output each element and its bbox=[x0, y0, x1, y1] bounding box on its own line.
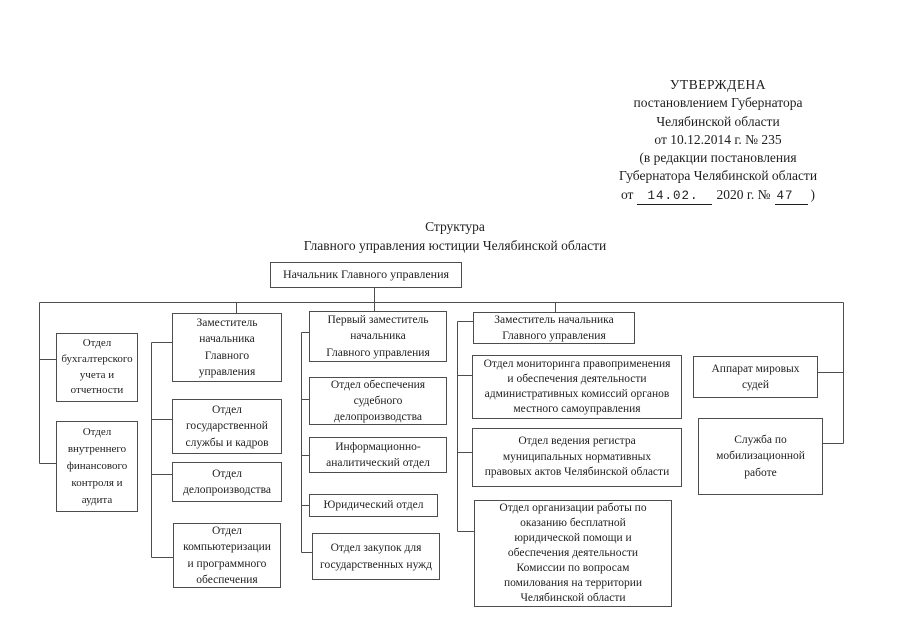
node-justices-of-peace-staff: Аппарат мировых судей bbox=[693, 356, 818, 398]
node-civil-service-and-hr-dept: Отдел государственной службы и кадров bbox=[172, 399, 282, 454]
approval-line: Челябинской области bbox=[656, 113, 780, 129]
title-line-1: Структура bbox=[425, 219, 485, 234]
node-deputy-head-legal: Заместитель начальника Главного управлен… bbox=[473, 312, 635, 344]
approval-stamp: УТВЕРЖДЕНА постановлением Губернатора Че… bbox=[550, 76, 886, 205]
amendment-prefix: от bbox=[620, 186, 634, 202]
node-mobilization-service: Служба по мобилизационной работе bbox=[698, 418, 823, 495]
document-title: Структура Главного управления юстиции Че… bbox=[155, 217, 755, 255]
node-accounting-and-reporting-dept: Отдел бухгалтерского учета и отчетности bbox=[56, 333, 138, 402]
node-municipal-acts-register-dept: Отдел ведения регистра муниципальных нор… bbox=[472, 428, 682, 487]
node-law-enforcement-monitoring-dept: Отдел мониторинга правоприменения и обес… bbox=[472, 355, 682, 419]
amendment-suffix: ) bbox=[810, 186, 816, 202]
amendment-date-fill: 14.02. bbox=[637, 189, 713, 205]
approval-line: постановлением Губернатора bbox=[633, 95, 803, 111]
approval-line: УТВЕРЖДЕНА bbox=[669, 77, 767, 92]
node-records-management-dept: Отдел делопроизводства bbox=[172, 462, 282, 502]
node-internal-financial-control-dept: Отдел внутреннего финансового контроля и… bbox=[56, 421, 138, 512]
node-state-procurement-dept: Отдел закупок для государственных нужд bbox=[312, 533, 440, 580]
node-court-records-support-dept: Отдел обеспечения судебного делопроизвод… bbox=[309, 377, 447, 425]
approval-line: Губернатора Челябинской области bbox=[618, 168, 818, 184]
node-computerization-dept: Отдел компьютеризации и программного обе… bbox=[173, 523, 281, 588]
approval-line: от 10.12.2014 г. № 235 bbox=[654, 131, 782, 147]
node-deputy-head-admin: Заместитель начальника Главного управлен… bbox=[172, 313, 282, 382]
node-information-analytics-dept: Информационно- аналитический отдел bbox=[309, 437, 447, 473]
title-line-2: Главного управления юстиции Челябинской … bbox=[303, 238, 607, 253]
node-legal-dept: Юридический отдел bbox=[309, 494, 438, 517]
amendment-middle: 2020 г. № bbox=[716, 186, 771, 202]
amendment-number-fill: 47 bbox=[774, 189, 808, 205]
node-head-of-main-directorate: Начальник Главного управления bbox=[270, 262, 462, 288]
node-first-deputy-head: Первый заместитель начальника Главного у… bbox=[309, 311, 447, 362]
node-free-legal-aid-dept: Отдел организации работы по оказанию бес… bbox=[474, 500, 672, 607]
approval-line: (в редакции постановления bbox=[639, 150, 797, 166]
